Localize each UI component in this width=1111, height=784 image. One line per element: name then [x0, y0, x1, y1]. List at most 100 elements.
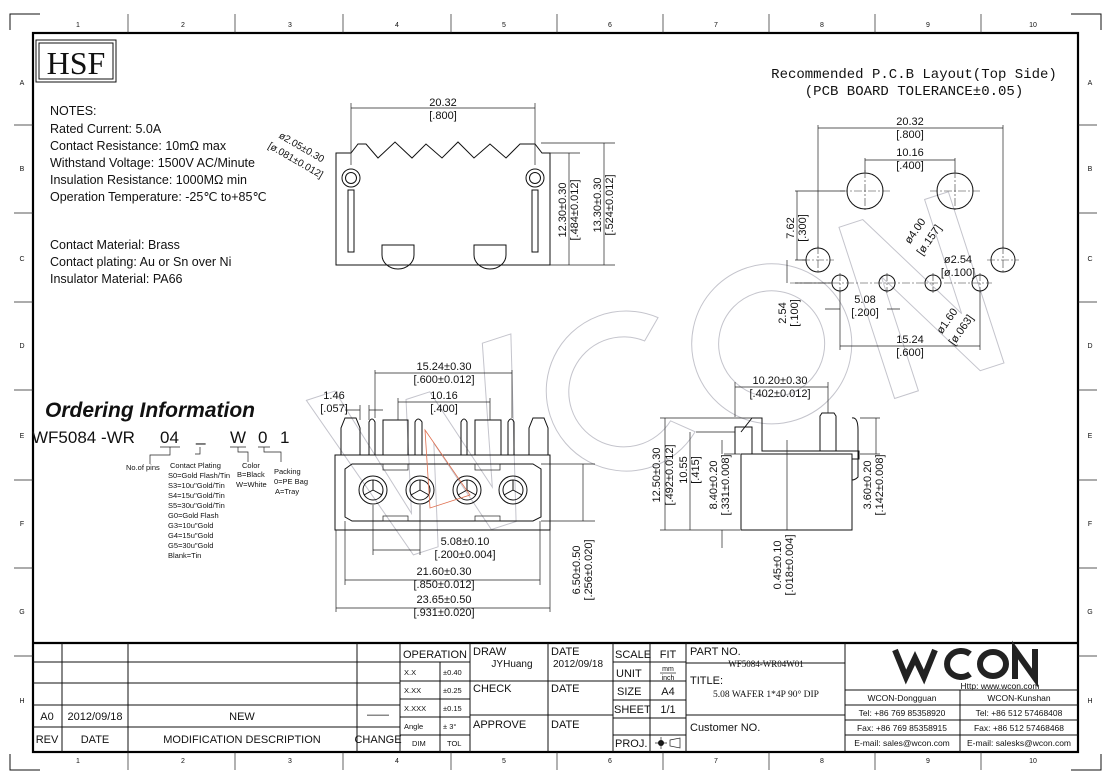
col-label: 4 [395, 758, 399, 765]
dim: [.415] [690, 456, 702, 484]
row-label: G [19, 609, 24, 616]
packing-option: 0=PE Bag [274, 477, 308, 486]
website-url[interactable]: Http: www.wcon.com [961, 681, 1040, 691]
plating-option: S0=Gold Flash/Tin [168, 471, 230, 480]
notes: NOTES: Rated Current: 5.0A Contact Resis… [50, 104, 267, 286]
col-label: 7 [714, 22, 718, 29]
row-label: E [1088, 433, 1093, 440]
office-name: WCON-Kunshan [987, 693, 1051, 703]
svg-text:HSF: HSF [47, 45, 106, 81]
office-email[interactable]: E-mail: salesks@wcon.com [967, 738, 1071, 748]
col-label: 1 [76, 758, 80, 765]
col-label: 5 [502, 758, 506, 765]
col-label: 4 [395, 22, 399, 29]
row-label: B [1088, 166, 1093, 173]
part-prefix: WF5084 -WR [32, 428, 135, 447]
dim: [.400] [430, 403, 458, 415]
row-label: A [20, 80, 25, 87]
header-rev: REV [36, 734, 59, 746]
dim: 10.20±0.30 [753, 375, 808, 387]
dim: [.492±0.012] [664, 444, 676, 505]
note-line: Withstand Voltage: 1500V AC/Minute [50, 156, 255, 170]
row-label: B [20, 166, 25, 173]
dim: [.057] [320, 403, 348, 415]
tol-value: ±0.40 [443, 668, 462, 677]
part-no: WF5084-WR04W01 [728, 659, 804, 669]
tol-value: ± 3° [443, 722, 456, 731]
row-label: D [1087, 343, 1092, 350]
office-fax: Fax: +86 769 85358915 [857, 723, 947, 733]
office-tel: Tel: +86 512 57468408 [976, 708, 1063, 718]
ordering-title: Ordering Information [45, 399, 255, 422]
dim-label: DIM [412, 739, 426, 748]
dim: [.142±0.008] [874, 454, 886, 515]
pcb-title: Recommended P.C.B Layout(Top Side) [771, 67, 1057, 83]
tol-value: ±0.25 [443, 686, 462, 695]
note-line: Contact plating: Au or Sn over Ni [50, 255, 231, 269]
front-view: 15.24±0.30 [.600±0.012] 1.46 [.057] 10.1… [320, 361, 595, 619]
size-label: SIZE [617, 686, 641, 698]
header-date: DATE [81, 734, 110, 746]
col-label: 9 [926, 22, 930, 29]
dim: 12.50±0.30 [651, 448, 663, 503]
color-option: W=White [236, 480, 267, 489]
row-label: C [19, 256, 24, 263]
ordering-information: Ordering Information WF5084 -WR 04 _ W 0… [32, 399, 308, 560]
drawer-name: JYHuang [491, 659, 532, 670]
packing-option: A=Tray [275, 487, 299, 496]
rev-change: —— [367, 709, 389, 721]
dim: 7.62 [785, 217, 797, 238]
dim: [.850±0.012] [413, 579, 474, 591]
row-label: G [1087, 609, 1092, 616]
col-label: 3 [288, 22, 292, 29]
projection-symbol-icon [655, 737, 681, 749]
scale-label: SCALE [615, 649, 651, 661]
wcon-logo [892, 640, 1038, 688]
dim: 8.40±0.20 [708, 461, 720, 510]
tol-value: ±0.15 [443, 704, 462, 713]
dim: [.100] [789, 299, 801, 327]
title-block: A0 2012/09/18 NEW —— REV DATE MODIFICATI… [33, 640, 1078, 752]
dim: [.200] [851, 307, 879, 319]
date-label: DATE [551, 646, 580, 658]
rev-value: A0 [40, 711, 53, 723]
plating-option: Blank=Tin [168, 551, 201, 560]
dim: [.931±0.020] [413, 607, 474, 619]
row-label: D [19, 343, 24, 350]
note-line: Insulation Resistance: 1000MΩ min [50, 173, 247, 187]
plating-option: G5=30u"Gold [168, 541, 213, 550]
unit-label: UNIT [616, 668, 642, 680]
tol-dim: Angle [404, 722, 423, 731]
col-label: 8 [820, 758, 824, 765]
label-pins: No.of pins [126, 463, 160, 472]
drawing-frame: 1 2 3 4 5 6 7 8 9 10 1 2 3 4 5 6 7 8 9 1… [9, 13, 1102, 771]
row-label: A [1088, 80, 1093, 87]
note-line: Contact Material: Brass [50, 238, 180, 252]
office-name: WCON-Dongguan [868, 693, 937, 703]
note-line: Operation Temperature: -25℃ to+85℃ [50, 190, 267, 204]
proj-label: PROJ. [615, 738, 647, 750]
label-packing: Packing [274, 467, 301, 476]
row-label: H [1087, 698, 1092, 705]
draw-label: DRAW [473, 646, 507, 658]
check-label: CHECK [473, 683, 512, 695]
date-label: DATE [551, 719, 580, 731]
dim-height1: 12.30±0.30 [557, 183, 569, 238]
operation-label: OPERATION [403, 649, 467, 661]
code-suffix: 1 [280, 428, 289, 447]
dim: 5.08 [854, 294, 875, 306]
dim: [.256±0.020] [583, 539, 595, 600]
sheet-value: 1/1 [660, 704, 675, 716]
dim: 1.46 [323, 390, 344, 402]
dim: 5.08±0.10 [441, 536, 490, 548]
unit-inch: inch [662, 675, 675, 682]
side-view: 10.20±0.30 [.402±0.012] 12.50±0.30 [.492… [651, 375, 886, 596]
code-pins: 04 [160, 428, 179, 447]
office-email[interactable]: E-mail: sales@wcon.com [854, 738, 950, 748]
dim-width: 20.32 [429, 97, 457, 109]
rev-description: NEW [229, 711, 255, 723]
plating-option: S4=15u"Gold/Tin [168, 491, 225, 500]
dim: 10.16 [430, 390, 458, 402]
label-plating: Contact Plating [170, 461, 221, 470]
tol-label: TOL [447, 739, 461, 748]
